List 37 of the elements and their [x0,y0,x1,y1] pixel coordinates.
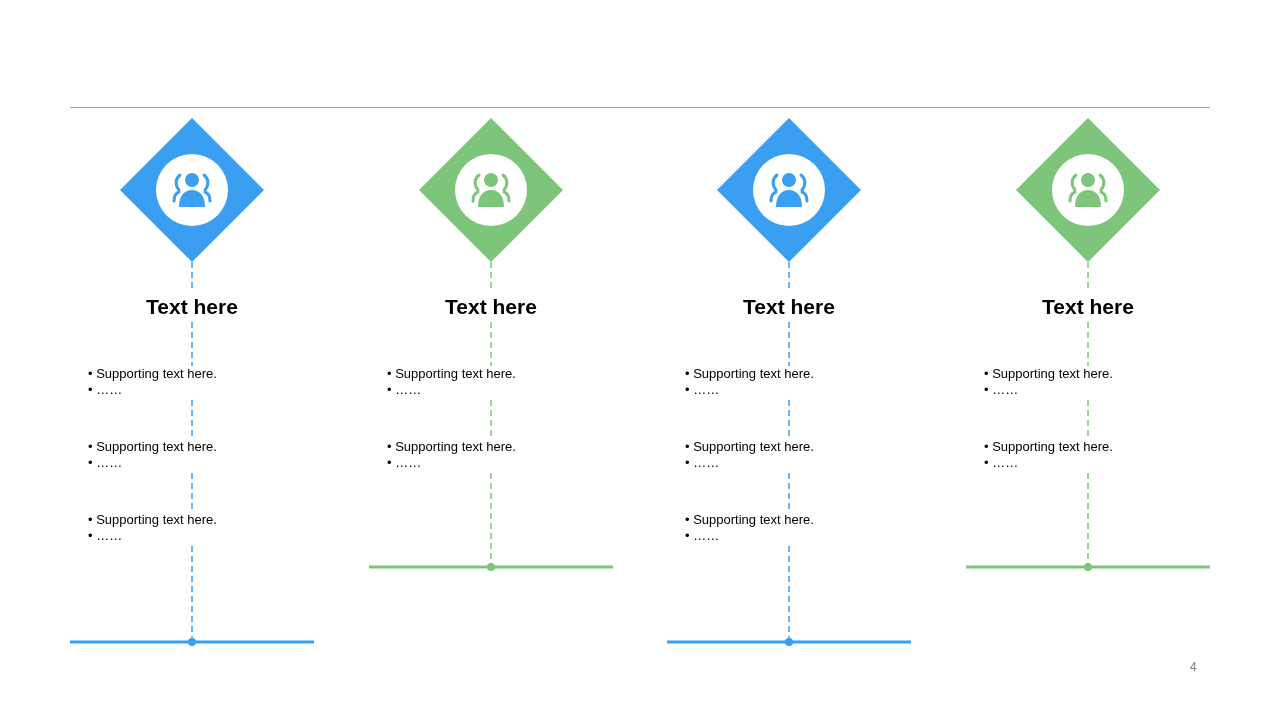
bullet-text: • Supporting text here. [685,439,814,455]
bullet-text: • Supporting text here. [387,366,516,382]
diamond-badge [717,118,861,262]
base-bar [70,638,314,646]
bullet-text: • …… [387,455,422,471]
bullet-text: • …… [685,528,720,544]
bullet-text: • Supporting text here. [387,439,516,455]
column-heading: Text here [445,294,537,321]
column-heading: Text here [146,294,238,321]
bullet-text: • Supporting text here. [88,512,217,528]
dashed-connector [1087,321,1089,367]
diamond-badge [120,118,264,262]
base-bar [369,563,613,571]
dashed-connector [788,321,790,367]
bullet-text: • …… [88,455,123,471]
bullet-text: • …… [88,528,123,544]
bullet-text: • Supporting text here. [88,439,217,455]
bullet-text: • Supporting text here. [685,512,814,528]
dashed-connector [490,321,492,367]
dashed-connector [191,321,193,367]
diamond-badge [1016,118,1160,262]
column-heading: Text here [1042,294,1134,321]
page-number: 4 [1190,659,1197,676]
bullet-text: • …… [88,382,123,398]
bullet-text: • Supporting text here. [984,439,1113,455]
bullet-text: • …… [685,382,720,398]
bullet-text: • …… [984,382,1019,398]
column-heading: Text here [743,294,835,321]
base-bar [667,638,911,646]
bullet-text: • Supporting text here. [984,366,1113,382]
bullet-text: • Supporting text here. [685,366,814,382]
base-bar [966,563,1210,571]
diamond-badge [419,118,563,262]
bullet-text: • Supporting text here. [88,366,217,382]
bullet-text: • …… [387,382,422,398]
bullet-text: • …… [685,455,720,471]
bullet-text: • …… [984,455,1019,471]
